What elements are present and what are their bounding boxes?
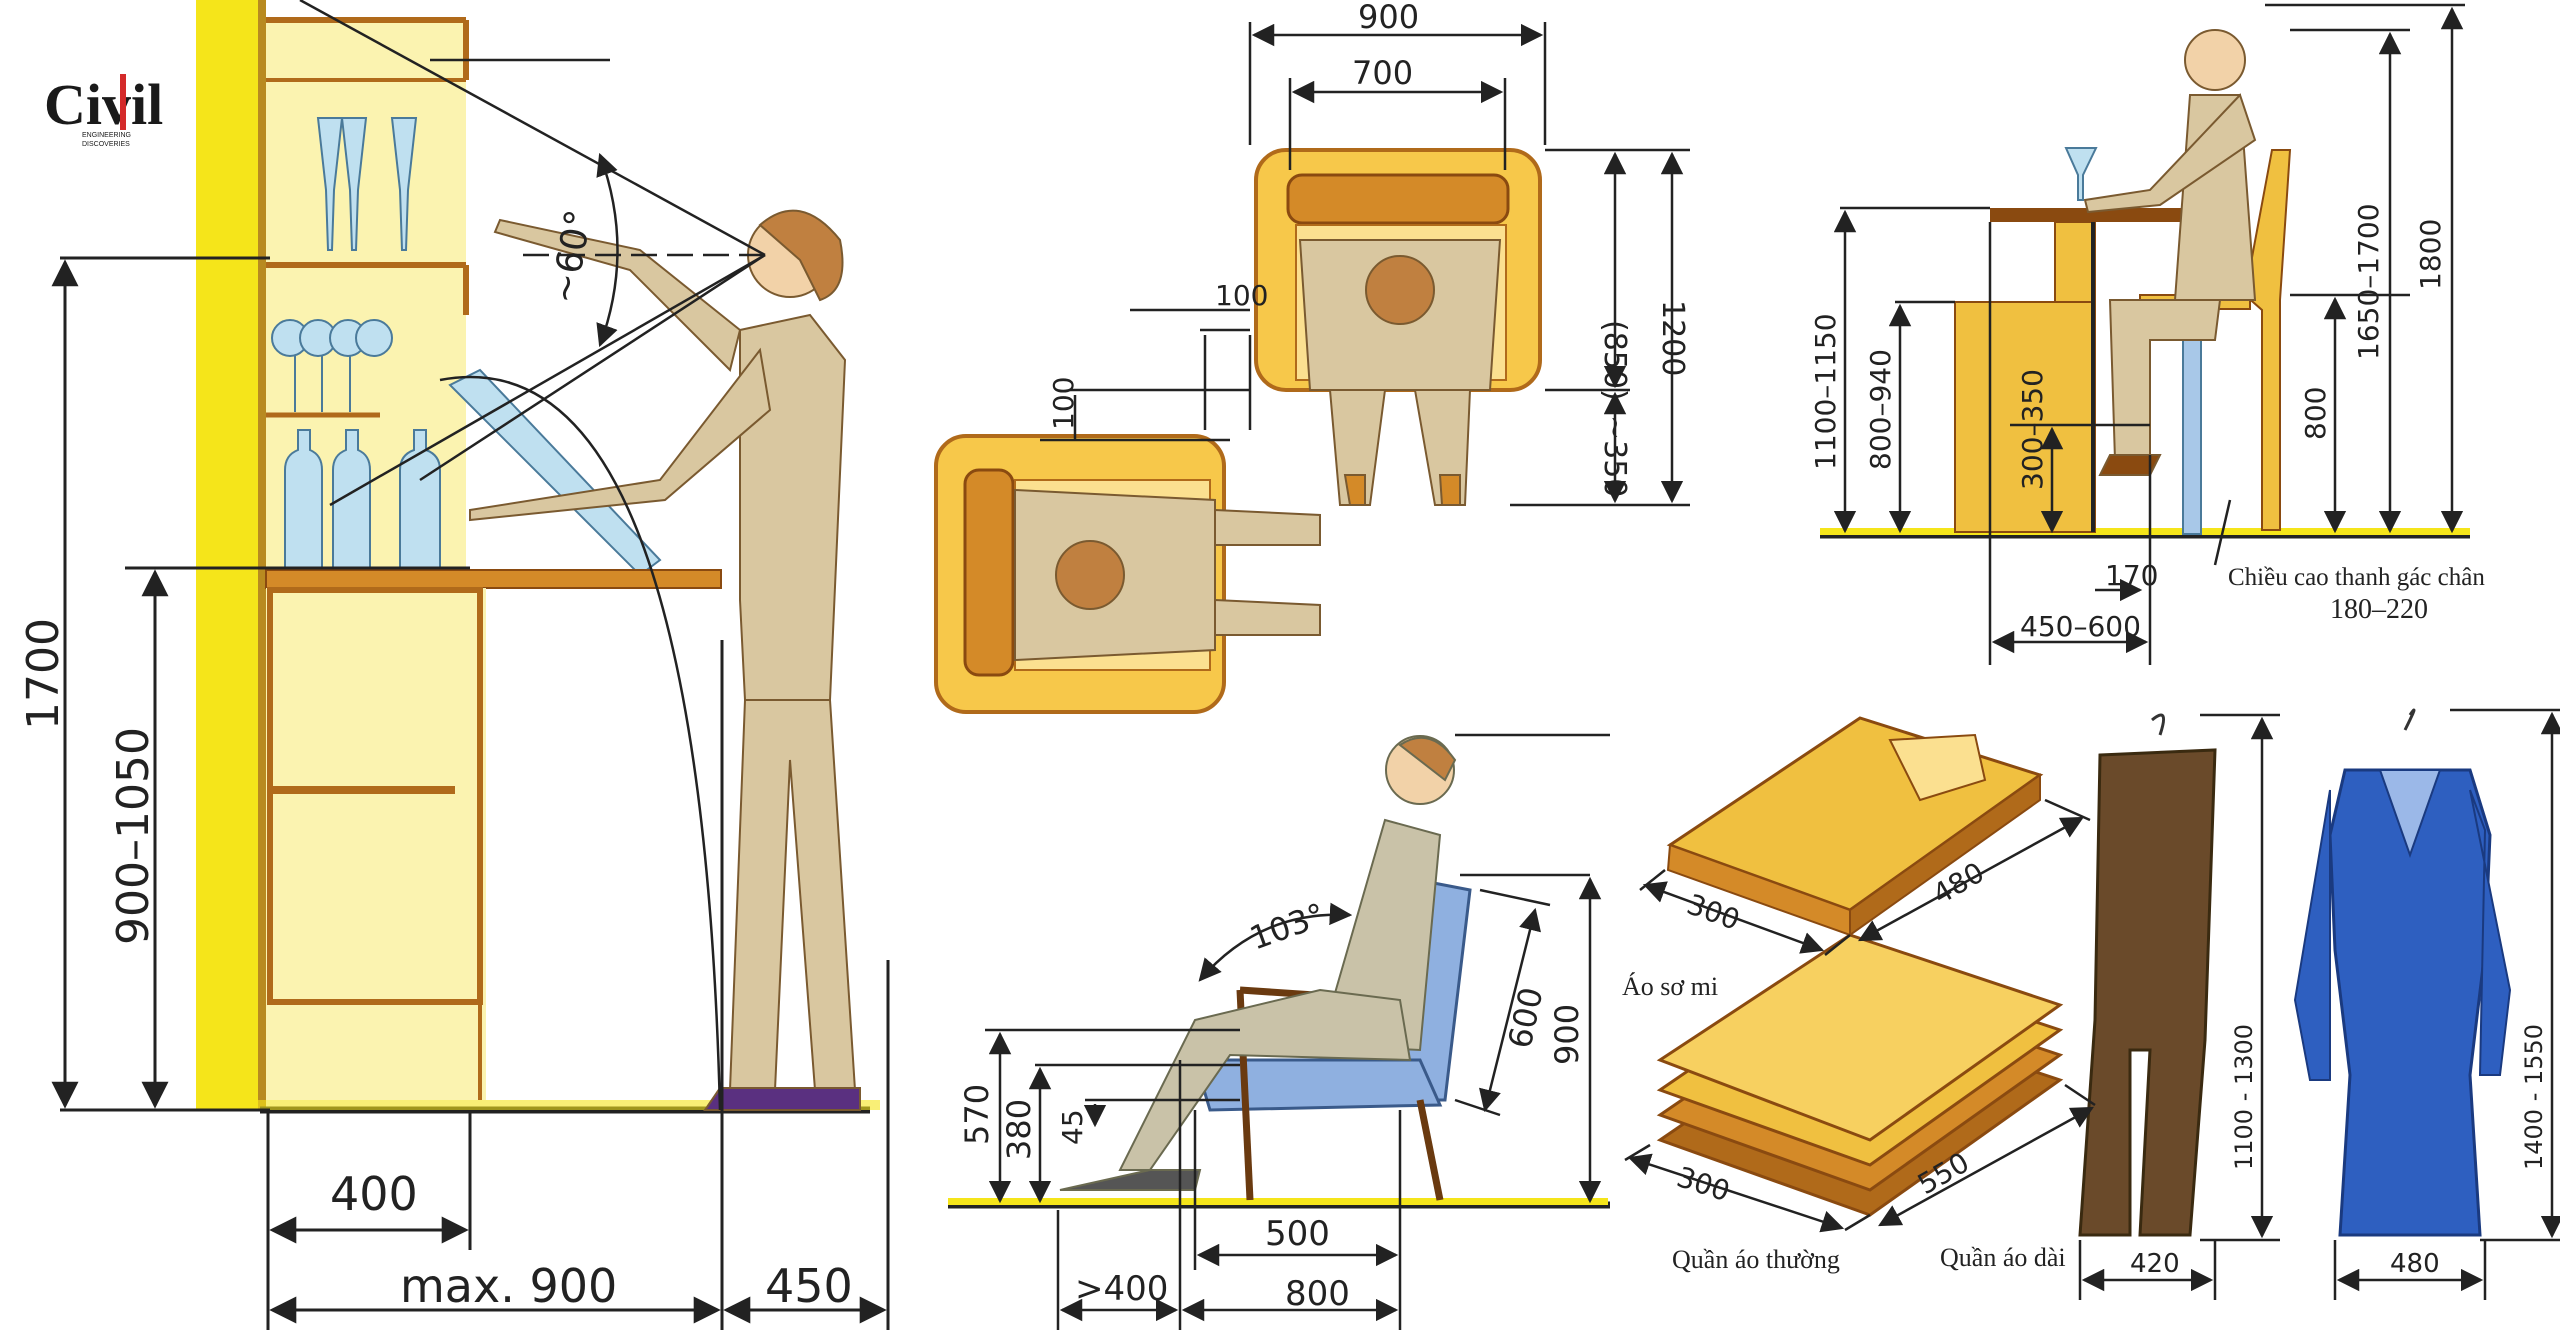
dim-800-stool: 800	[2299, 387, 2332, 440]
caption-long: Quần áo dài	[1940, 1243, 2066, 1272]
seated-person-top	[1298, 239, 1502, 506]
dim-long-height: 1100 - 1300	[2230, 1024, 2258, 1170]
dim-900-1050: 900–1050	[108, 727, 159, 945]
panel-bar-cabinet: ~60° 1700 900–1050 400 max. 900 450	[18, 0, 890, 1330]
dim-300-350: 300–350	[2016, 369, 2049, 490]
footrest-caption: Chiều cao thanh gác chân	[2228, 564, 2485, 591]
dim-170: 170	[2105, 559, 2158, 592]
dim-dress-height: 1400 - 1550	[2520, 1024, 2548, 1170]
dim-1650-1700: 1650–1700	[2352, 203, 2385, 360]
panel-lounge-chair: 103° 600 900 570 380 45 500 >400 800	[948, 733, 1610, 1330]
dim-folded-300: 300	[1673, 1160, 1734, 1208]
dim-800-940: 800–940	[1864, 349, 1897, 470]
chair-person	[1059, 735, 1457, 1191]
dim-1100-1150: 1100–1150	[1809, 313, 1842, 470]
dim-long-420: 420	[2130, 1249, 2180, 1279]
dim-900-chair: 900	[1548, 1004, 1586, 1065]
dim-1800: 1800	[2414, 219, 2447, 290]
wine-glasses	[271, 117, 418, 412]
caption-folded: Quần áo thường	[1672, 1245, 1840, 1274]
logo-name: Civil	[44, 72, 163, 137]
dim-max-900: max. 900	[400, 1259, 617, 1313]
hanging-pants	[2078, 713, 2217, 1237]
dim-100-b: 100	[1047, 377, 1080, 430]
logo-sub1: ENGINEERING	[82, 132, 131, 139]
dim-900-plan: 900	[1358, 0, 1419, 36]
dim-dress-480: 480	[2390, 1249, 2440, 1279]
dim-600: 600	[1501, 984, 1551, 1052]
dim-1200: 1200	[1655, 300, 1690, 376]
dim-400: 400	[330, 1167, 418, 1221]
dim-100-a: 100	[1215, 279, 1268, 312]
dim-700-plan: 700	[1352, 54, 1413, 92]
logo-sub2: DISCOVERIES	[82, 141, 130, 148]
dim-shirt-300: 300	[1683, 888, 1745, 937]
dim-450: 450	[765, 1259, 853, 1313]
dim-350: ~350	[1597, 415, 1632, 497]
dim-103-deg: 103°	[1245, 895, 1330, 957]
dim-1700: 1700	[18, 618, 69, 730]
lower-cabinet	[266, 588, 486, 1100]
hanging-dress	[2293, 708, 2512, 1237]
wall	[196, 0, 264, 1110]
caption-shirt: Áo sơ mi	[1622, 972, 1718, 1001]
dim-570: 570	[958, 1084, 996, 1145]
dim-850: (850)	[1597, 320, 1632, 401]
standing-person	[469, 209, 861, 1111]
dim-45: 45	[1056, 1109, 1089, 1145]
dim-450-600: 450–600	[2020, 610, 2141, 643]
stool-person	[2083, 29, 2257, 476]
dim-500: 500	[1265, 1214, 1330, 1254]
bar-top	[1990, 208, 2215, 222]
bottles	[284, 368, 662, 577]
view-angle-label: ~60°	[543, 207, 600, 307]
panel-bar-stool: 1100–1150 800–940 300–350 1650–1700 1800…	[1809, 3, 2485, 665]
logo: Civil ENGINEERING DISCOVERIES	[44, 72, 163, 148]
cocktail-glass	[2064, 147, 2098, 201]
logo-accent	[120, 74, 126, 130]
dim-800-chair: 800	[1285, 1274, 1350, 1314]
seated-person-side	[1014, 488, 1321, 662]
footrest-caption-value: 180–220	[2330, 594, 2428, 625]
panel-clothes: 300 480 300 550 1100 - 1300 420 1400 - 1…	[1622, 708, 2560, 1300]
bar-counter	[265, 569, 722, 589]
dim-400-chair: >400	[1075, 1269, 1168, 1309]
dim-380: 380	[1000, 1099, 1038, 1160]
panel-plan-view: 900 700 (850) 1200 ~350 100 100	[934, 0, 1690, 714]
